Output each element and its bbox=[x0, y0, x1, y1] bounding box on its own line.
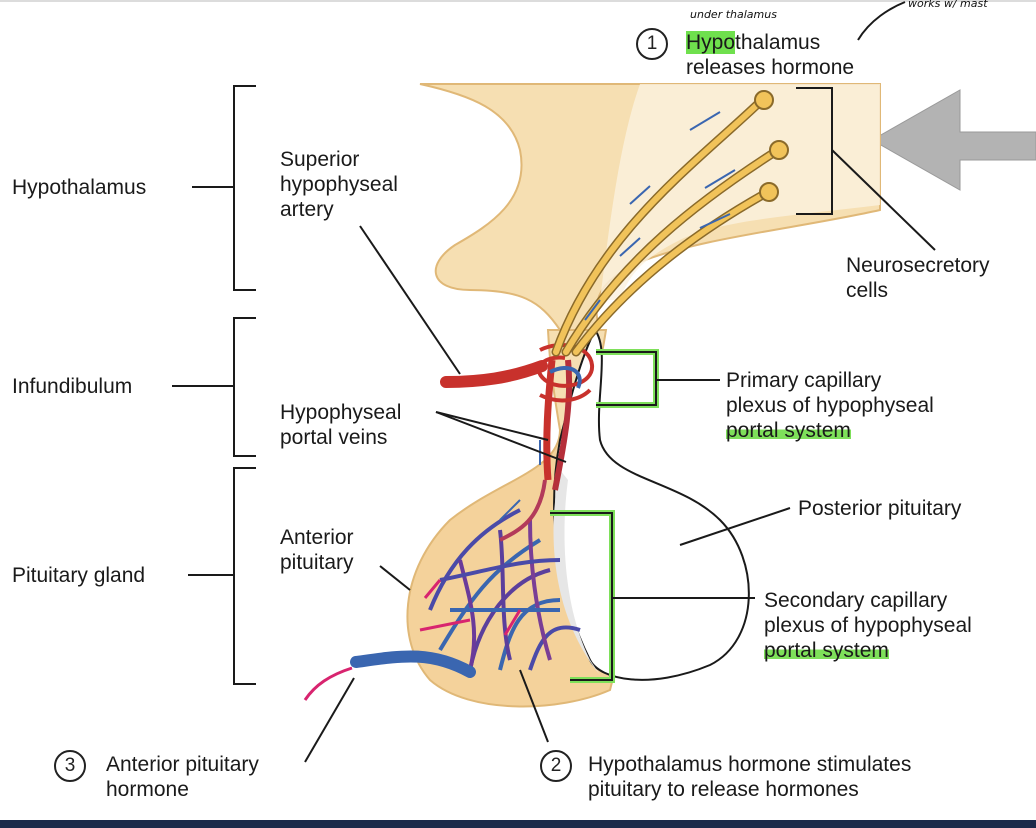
flow-arrows bbox=[499, 111, 736, 521]
superior-line3: artery bbox=[280, 198, 334, 221]
bottom-bar bbox=[0, 820, 1036, 828]
label-hypothalamus: Hypothalamus bbox=[12, 176, 147, 199]
portal-line1: Hypophyseal bbox=[280, 401, 402, 424]
label-posterior-pituitary: Posterior pituitary bbox=[798, 497, 962, 520]
primary-line1: Primary capillary bbox=[726, 369, 882, 392]
neuron-cell-bodies bbox=[754, 90, 789, 202]
primary-line3: portal system bbox=[726, 419, 851, 442]
step1-number: 1 bbox=[636, 28, 668, 60]
secondary-bracket-core bbox=[550, 512, 613, 681]
step2-number: 2 bbox=[540, 750, 572, 782]
anterior-line1: Anterior bbox=[280, 526, 354, 549]
posterior-shadow bbox=[553, 470, 600, 675]
label-infundibulum: Infundibulum bbox=[12, 375, 133, 398]
portal-line2: portal veins bbox=[280, 426, 388, 449]
note-works-with: works w/ mast bbox=[908, 0, 988, 10]
leader-lines bbox=[304, 1, 936, 763]
label-superior-artery: Superior hypophyseal artery bbox=[280, 147, 398, 222]
step3-text: Anterior pituitary hormone bbox=[106, 752, 259, 802]
primary-bracket-core bbox=[596, 351, 657, 406]
step2-line2: pituitary to release hormones bbox=[588, 778, 859, 801]
secondary-line2: plexus of hypophyseal bbox=[764, 614, 972, 637]
step3-number: 3 bbox=[54, 750, 86, 782]
step1-rest: thalamus bbox=[735, 31, 821, 54]
label-secondary-plexus: Secondary capillary plexus of hypophysea… bbox=[764, 588, 972, 663]
step3-line2: hormone bbox=[106, 778, 189, 801]
left-brackets bbox=[172, 85, 256, 685]
secondary-capillary-network bbox=[428, 479, 581, 671]
superior-line1: Superior bbox=[280, 148, 360, 171]
step1-line2: releases hormone bbox=[686, 56, 855, 79]
secondary-line1: Secondary capillary bbox=[764, 589, 948, 612]
label-pituitary-gland: Pituitary gland bbox=[12, 564, 146, 587]
neuro-line1: Neurosecretory bbox=[846, 254, 990, 277]
superior-line2: hypophyseal bbox=[280, 173, 398, 196]
label-primary-plexus: Primary capillary plexus of hypophyseal … bbox=[726, 368, 934, 443]
step2-line1: Hypothalamus hormone stimulates bbox=[588, 753, 912, 776]
hormone-arrows bbox=[303, 579, 522, 701]
step2-text: Hypothalamus hormone stimulates pituitar… bbox=[588, 752, 911, 802]
outflow-vein bbox=[350, 650, 476, 678]
step3-line1: Anterior pituitary bbox=[106, 753, 259, 776]
primary-line2: plexus of hypophyseal bbox=[726, 394, 934, 417]
label-portal-veins: Hypophyseal portal veins bbox=[280, 400, 401, 450]
step1-text: Hypothalamus releases hormone bbox=[686, 30, 854, 80]
posterior-pituitary-lobe bbox=[553, 328, 750, 681]
top-border bbox=[0, 0, 1036, 2]
step1-highlight: Hypo bbox=[686, 31, 736, 54]
label-neurosecretory: Neurosecretory cells bbox=[846, 253, 990, 303]
label-anterior-pituitary: Anterior pituitary bbox=[280, 525, 354, 575]
hypothalamus-inner bbox=[600, 84, 880, 300]
neuro-line2: cells bbox=[846, 279, 889, 302]
primary-bracket bbox=[596, 349, 659, 408]
anterior-line2: pituitary bbox=[280, 551, 354, 574]
input-arrow bbox=[870, 89, 1036, 191]
neurosecretory-axons bbox=[551, 95, 783, 357]
superior-artery bbox=[440, 360, 548, 388]
note-under-thalamus: under thalamus bbox=[690, 8, 777, 21]
secondary-line3: portal system bbox=[764, 639, 889, 662]
portal-vein-2 bbox=[552, 359, 573, 491]
